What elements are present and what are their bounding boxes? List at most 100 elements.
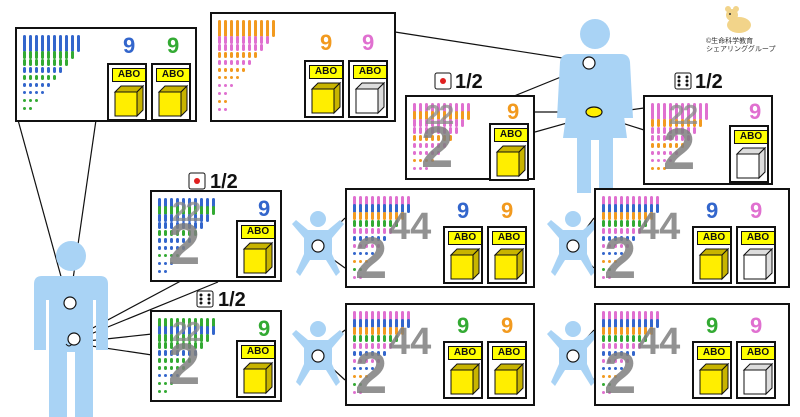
chromosome-44-label: 44 (389, 206, 432, 248)
chromosome-mark (164, 230, 167, 236)
chromosome-mark (353, 391, 356, 394)
chromosome-mark (35, 99, 38, 102)
chromosome-mark (693, 127, 696, 134)
chromosome-mark (53, 75, 56, 80)
chromosome-mark (413, 135, 416, 141)
chromosome-mark (602, 319, 605, 328)
chromosome-mark (681, 135, 684, 141)
chromosome-mark (437, 127, 440, 134)
chromosome-mark (158, 390, 161, 393)
chromosome-mark (77, 43, 80, 52)
chromosome-mark (164, 262, 167, 265)
chromosome-mark (608, 335, 611, 342)
chromosome-mark (182, 334, 185, 342)
chromosome-mark (35, 67, 38, 73)
chromosome-9-label: 9 (706, 198, 719, 223)
chromosome-mark (377, 335, 380, 342)
chromosome-mark (353, 276, 356, 279)
chromosome-mark (401, 204, 404, 213)
chromosome-mark (35, 91, 38, 94)
chromosome-mark (614, 236, 617, 241)
chromosome-mark (395, 220, 398, 227)
chromosome-mark (248, 36, 251, 44)
chromosome-mark (170, 318, 173, 328)
chromosome-mark (638, 311, 641, 321)
chromosome-mark (47, 59, 50, 66)
chromosome-mark (365, 367, 368, 370)
chromosome-mark (206, 214, 209, 222)
abo-gene-box: ABO (692, 341, 732, 399)
chromosome-mark (353, 220, 356, 227)
chromosome-mark (170, 366, 173, 370)
chromosome-mark (170, 382, 173, 385)
chromosome-mark (614, 260, 617, 263)
chromosome-mark (248, 44, 251, 51)
chromosome-set (413, 103, 470, 170)
chromosome-mark (638, 212, 641, 220)
chromosome-mark (614, 212, 617, 220)
chromosome-mark (425, 127, 428, 134)
chromosome-mark (170, 374, 173, 377)
chromosome-mark (359, 383, 362, 386)
chromosome-mark (663, 127, 666, 134)
chromosome-mark (425, 119, 428, 127)
chromosome-mark (164, 206, 167, 215)
chromosome-mark (158, 246, 161, 250)
chromosome-mark (353, 244, 356, 248)
chromosome-mark (651, 143, 654, 148)
abo-gene-box: ABO (736, 341, 776, 399)
chromosome-mark (425, 151, 428, 155)
chromosome-mark (675, 151, 678, 155)
chromosome-mark (353, 228, 356, 234)
chromosome-mark (614, 367, 617, 370)
chromosome-mark (359, 212, 362, 220)
chromosome-mark (638, 196, 641, 206)
chromosome-mark (663, 135, 666, 141)
chromosome-mark (431, 111, 434, 120)
chromosome-mark (170, 358, 173, 363)
chromosome-mark (35, 51, 38, 59)
chromosome-2-label: 2 (355, 341, 388, 406)
chromosome-mark (620, 204, 623, 213)
chromosome-mark (230, 76, 233, 79)
chromosome-mark (53, 43, 56, 52)
chromosome-mark (176, 206, 179, 215)
abo-gene-box: ABO (487, 341, 527, 399)
chromosome-set (602, 196, 659, 279)
chromosome-mark (443, 143, 446, 148)
chromosome-mark (705, 111, 708, 120)
chromosome-mark (449, 111, 452, 120)
chromosome-mark (431, 103, 434, 113)
chromosome-mark (401, 319, 404, 328)
chromosome-mark (608, 244, 611, 248)
chromosome-mark (395, 212, 398, 220)
chromosome-mark (365, 343, 368, 349)
chromosome-mark (200, 198, 203, 208)
chromosome-mark (200, 222, 203, 229)
chromosome-mark (632, 204, 635, 213)
chromosome-mark (413, 127, 416, 134)
abo-label: ABO (156, 68, 190, 82)
abo-label: ABO (697, 231, 731, 245)
chromosome-mark (626, 244, 629, 248)
chromosome-mark (182, 198, 185, 208)
chromosome-9-label: 9 (258, 316, 271, 341)
chromosome-mark (608, 359, 611, 363)
chromosome-mark (614, 375, 617, 378)
chromosome-mark (377, 204, 380, 213)
chromosome-mark (443, 111, 446, 120)
chromosome-mark (158, 222, 161, 229)
chromosome-mark (626, 335, 629, 342)
chromosome-mark (29, 83, 32, 87)
chromosome-mark (206, 318, 209, 328)
chromosome-mark (608, 268, 611, 271)
chromosome-mark (53, 35, 56, 45)
chromosome-mark (65, 43, 68, 52)
chromosome-mark (449, 127, 452, 134)
chromosome-mark (431, 119, 434, 127)
chromosome-mark (413, 119, 416, 127)
chromosome-mark (687, 135, 690, 141)
